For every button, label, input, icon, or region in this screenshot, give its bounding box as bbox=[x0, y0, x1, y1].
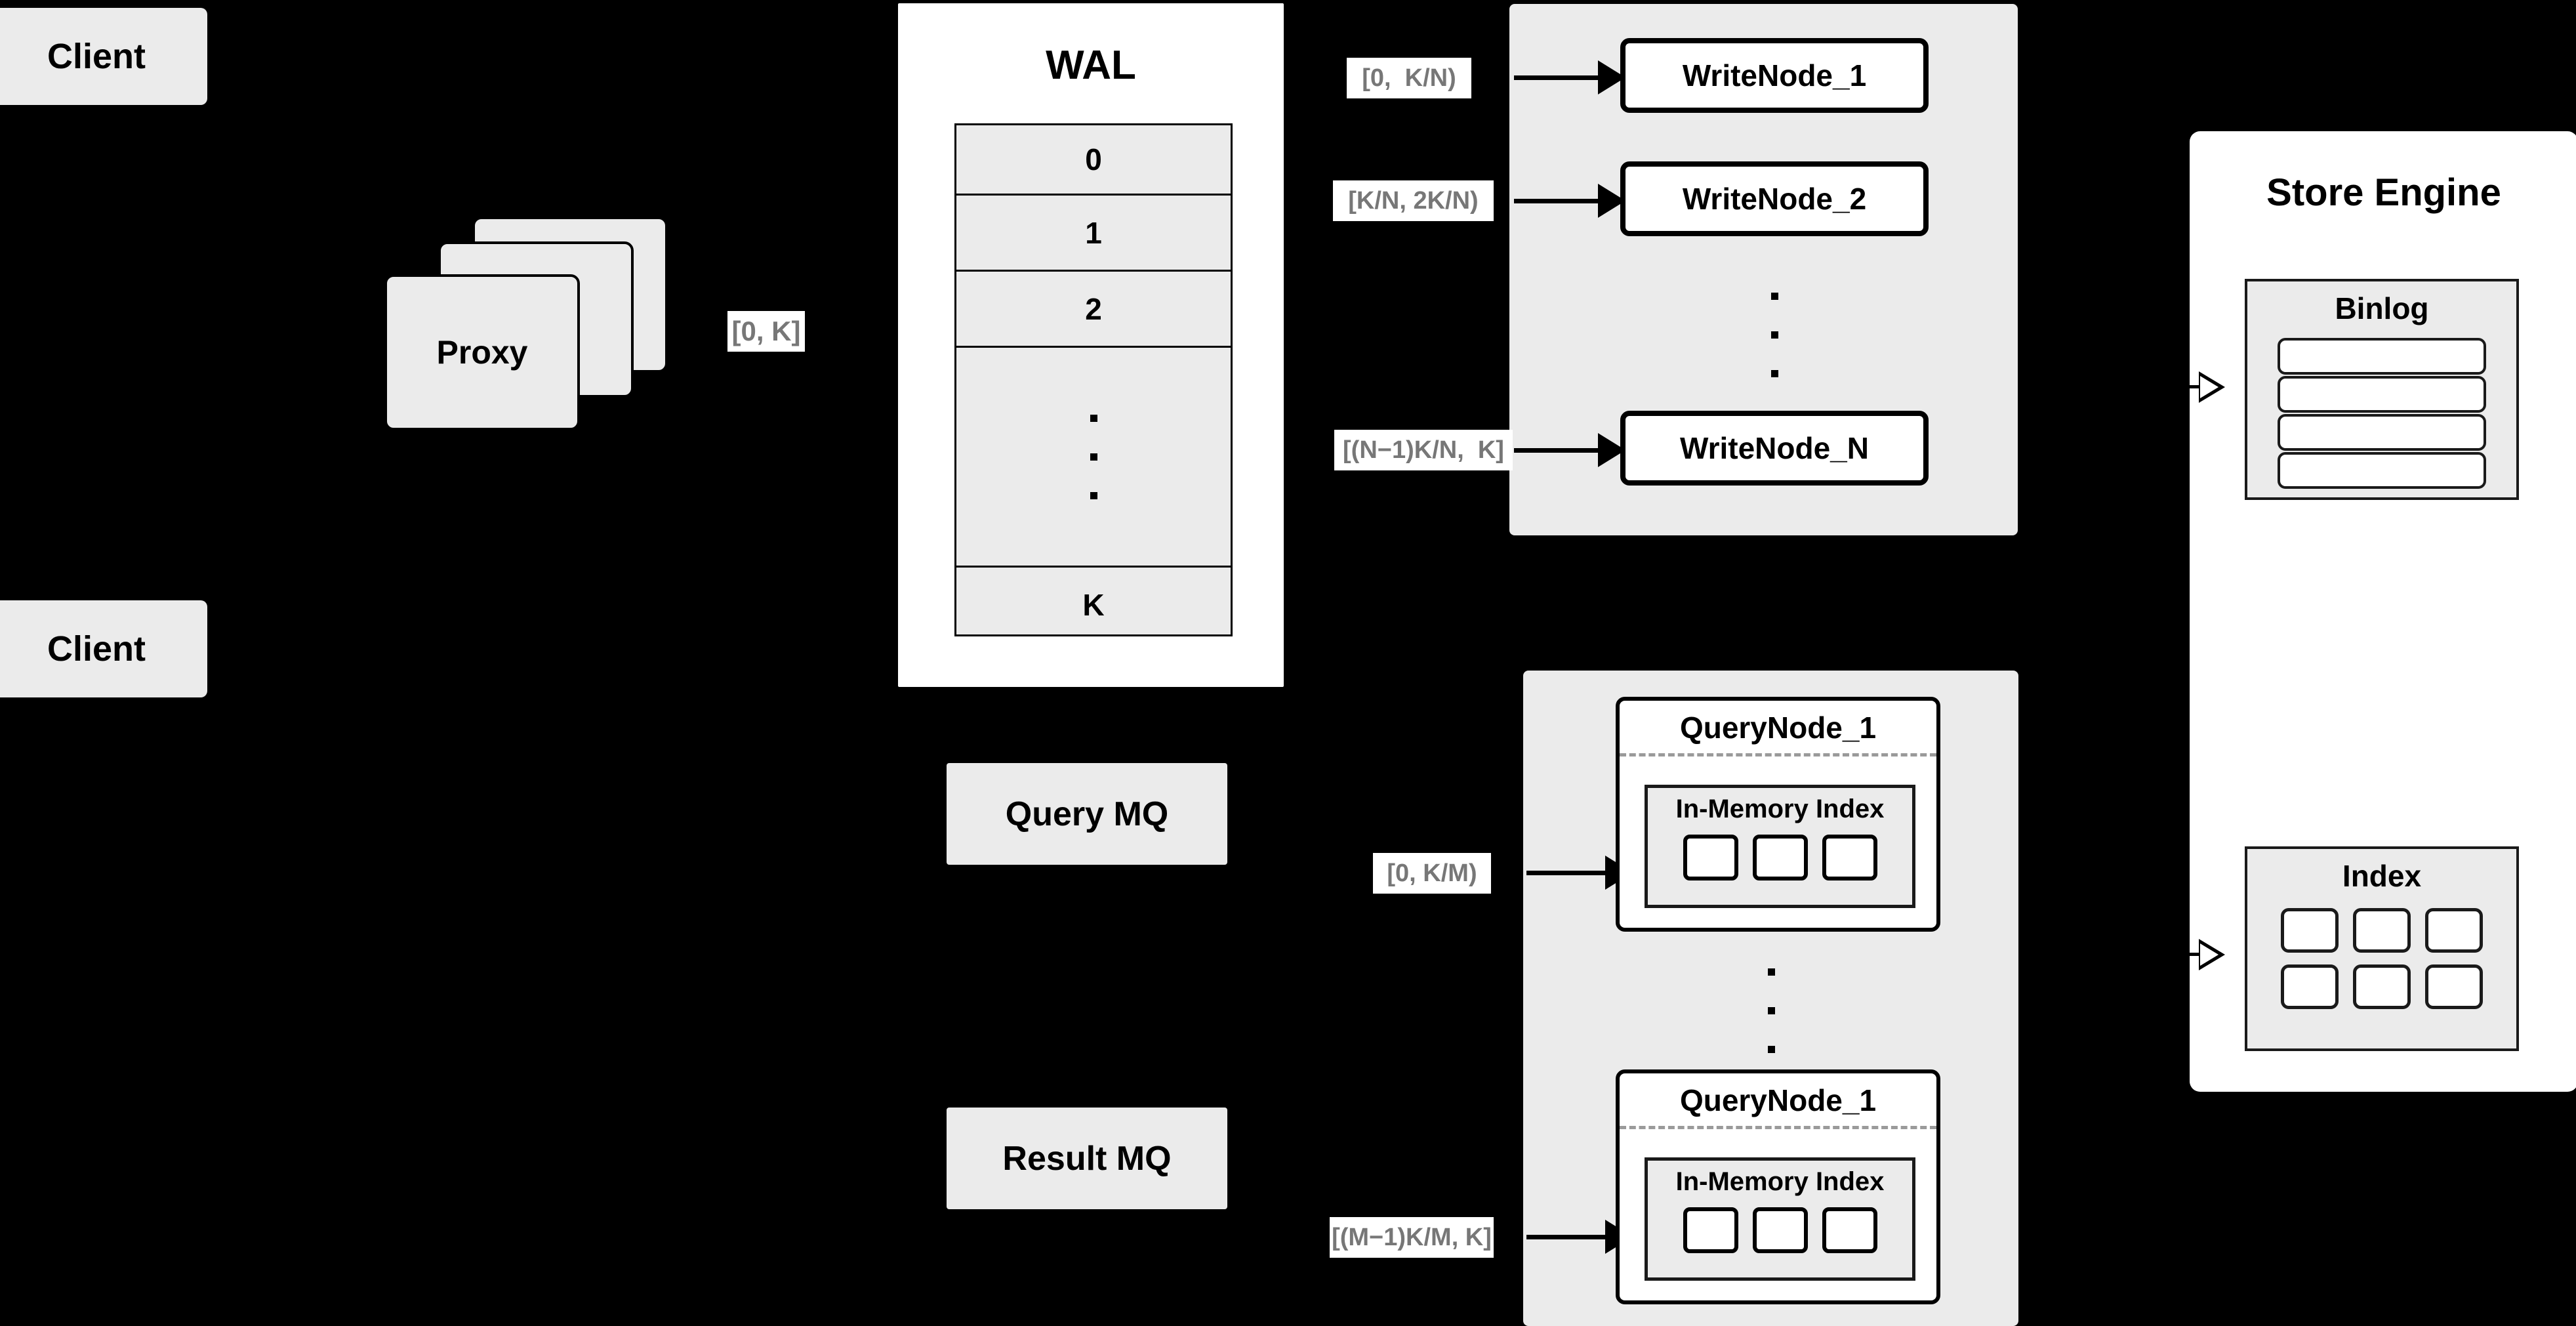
wal-row-2-value: 2 bbox=[1085, 291, 1102, 326]
query-node-1-label: QueryNode_1 bbox=[1679, 711, 1877, 745]
store-engine-title: Store Engine bbox=[2266, 171, 2501, 214]
writenode-n-range-text: [(N−1)K/N, K] bbox=[1343, 436, 1504, 464]
arrow-head-store-index bbox=[2199, 939, 2225, 970]
query-node-1-inmemory-index-panel: In-Memory Index bbox=[1645, 785, 1915, 908]
wal-row-1-value: 1 bbox=[1085, 215, 1102, 250]
wal-row-k[interactable]: K bbox=[956, 568, 1231, 642]
index-chip[interactable] bbox=[1822, 1207, 1877, 1253]
write-node-1[interactable]: WriteNode_1 bbox=[1620, 38, 1929, 113]
store-index-chip[interactable] bbox=[2281, 964, 2339, 1009]
arrow-to-store-index bbox=[2173, 953, 2200, 956]
binlog-panel: Binlog bbox=[2245, 279, 2519, 500]
writenode-2-range-label: [K/N, 2K/N) bbox=[1333, 180, 1494, 221]
arrow-to-binlog bbox=[2173, 385, 2200, 388]
query-node-1[interactable]: QueryNode_1 In-Memory Index bbox=[1616, 697, 1940, 932]
write-node-n-label: WriteNode_N bbox=[1680, 431, 1869, 465]
wal-panel: WAL 0 1 2 K bbox=[898, 3, 1284, 687]
wal-row-k-value: K bbox=[1082, 588, 1105, 622]
client-box-2[interactable]: Client bbox=[0, 600, 207, 697]
query-mq-box[interactable]: Query MQ bbox=[947, 763, 1227, 865]
store-index-title: Index bbox=[2342, 859, 2422, 893]
proxy-label: Proxy bbox=[436, 334, 528, 371]
write-node-1-label: WriteNode_1 bbox=[1682, 58, 1867, 93]
wal-row-0[interactable]: 0 bbox=[956, 125, 1231, 196]
query-node-1-index-title: In-Memory Index bbox=[1675, 795, 1885, 823]
querynode-m-range-label: [(M−1)K/M, K] bbox=[1330, 1217, 1494, 1258]
query-node-2-divider bbox=[1620, 1126, 1936, 1129]
proxy-stack[interactable]: Proxy bbox=[380, 217, 669, 433]
wal-title: WAL bbox=[1046, 43, 1136, 88]
index-chip[interactable] bbox=[1683, 835, 1738, 881]
proxy-range-label-text: [0, K] bbox=[731, 316, 801, 346]
wal-row-0-value: 0 bbox=[1085, 142, 1102, 176]
write-node-n[interactable]: WriteNode_N bbox=[1620, 411, 1929, 486]
store-index-chip[interactable] bbox=[2425, 964, 2483, 1009]
wal-table: 0 1 2 K bbox=[954, 123, 1233, 636]
query-node-ellipsis bbox=[1761, 945, 1781, 1076]
query-node-1-divider bbox=[1620, 753, 1936, 756]
query-mq-label: Query MQ bbox=[1005, 795, 1169, 833]
arrow-to-writenode-n bbox=[1514, 448, 1599, 453]
client-label-1: Client bbox=[47, 37, 146, 76]
writenode-n-range-label: [(N−1)K/N, K] bbox=[1334, 430, 1513, 470]
wal-row-ellipsis bbox=[956, 348, 1231, 568]
arrow-to-querynode-1 bbox=[1526, 871, 1606, 875]
store-engine-panel: Store Engine Binlog Index bbox=[2190, 131, 2576, 1092]
store-index-panel: Index bbox=[2245, 846, 2519, 1051]
proxy-card-front[interactable]: Proxy bbox=[384, 274, 580, 430]
write-node-2[interactable]: WriteNode_2 bbox=[1620, 161, 1929, 236]
store-index-chip[interactable] bbox=[2281, 908, 2339, 953]
arrow-head-binlog bbox=[2199, 371, 2225, 403]
query-node-2[interactable]: QueryNode_1 In-Memory Index bbox=[1616, 1069, 1940, 1304]
binlog-title: Binlog bbox=[2335, 291, 2429, 325]
query-node-2-index-title: In-Memory Index bbox=[1675, 1167, 1885, 1196]
query-node-2-inmemory-index-panel: In-Memory Index bbox=[1645, 1157, 1915, 1281]
query-node-2-label: QueryNode_1 bbox=[1679, 1083, 1877, 1117]
index-chip[interactable] bbox=[1683, 1207, 1738, 1253]
result-mq-label: Result MQ bbox=[1002, 1139, 1172, 1178]
writenode-1-range-text: [0, K/N) bbox=[1362, 64, 1456, 92]
client-box-1[interactable]: Client bbox=[0, 8, 207, 105]
arrow-to-querynode-m bbox=[1526, 1235, 1606, 1239]
result-mq-box[interactable]: Result MQ bbox=[947, 1108, 1227, 1209]
store-index-chip[interactable] bbox=[2353, 908, 2411, 953]
binlog-bar[interactable] bbox=[2278, 338, 2486, 375]
wal-row-2[interactable]: 2 bbox=[956, 272, 1231, 348]
writenode-2-range-text: [K/N, 2K/N) bbox=[1348, 186, 1479, 215]
client-label-2: Client bbox=[47, 629, 146, 669]
binlog-bar[interactable] bbox=[2278, 452, 2486, 489]
querynode-m-range-text: [(M−1)K/M, K] bbox=[1332, 1223, 1492, 1251]
write-node-2-label: WriteNode_2 bbox=[1682, 182, 1867, 216]
wal-row-1[interactable]: 1 bbox=[956, 196, 1231, 272]
index-chip[interactable] bbox=[1822, 835, 1877, 881]
writenode-1-range-label: [0, K/N) bbox=[1347, 58, 1471, 98]
arrow-to-writenode-1 bbox=[1514, 75, 1599, 80]
write-node-ellipsis bbox=[1765, 269, 1784, 400]
querynode-1-range-label: [0, K/M) bbox=[1373, 853, 1491, 894]
proxy-range-label: [0, K] bbox=[727, 311, 805, 352]
store-index-chip[interactable] bbox=[2353, 964, 2411, 1009]
index-chip[interactable] bbox=[1752, 835, 1808, 881]
querynode-1-range-text: [0, K/M) bbox=[1387, 859, 1477, 887]
store-index-chip[interactable] bbox=[2425, 908, 2483, 953]
index-chip[interactable] bbox=[1752, 1207, 1808, 1253]
arrow-to-writenode-2 bbox=[1514, 199, 1599, 203]
binlog-bar[interactable] bbox=[2278, 414, 2486, 451]
binlog-bar[interactable] bbox=[2278, 376, 2486, 413]
